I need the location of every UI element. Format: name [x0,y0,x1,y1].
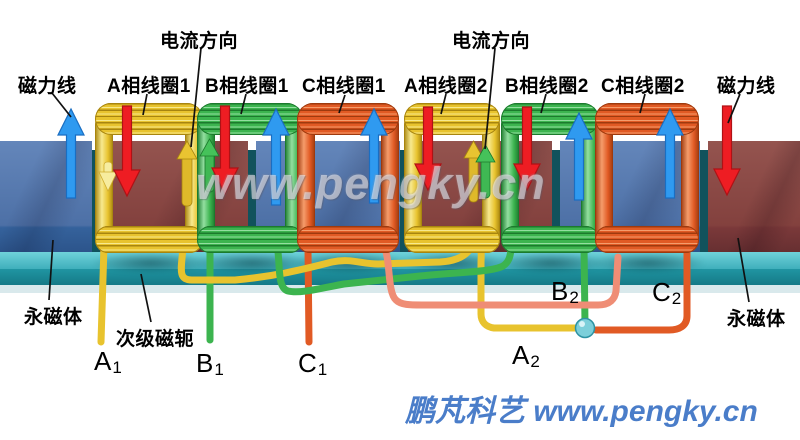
coil-turns-bottom [501,226,599,253]
label-coil-c1: C相线圈1 [302,76,386,97]
coil-turns-bottom [595,226,699,253]
terminal-label-a2: A2 [512,340,540,371]
label-coil-c2: C相线圈2 [601,76,685,97]
coil-shadow [194,252,310,274]
star-point-highlight [579,321,585,327]
magnet-south-3 [708,141,800,258]
coil-turns-top [595,103,699,135]
coil-turns-bottom [404,226,500,253]
terminal-b1-main: B [196,348,214,378]
terminal-label-c2: C2 [652,277,682,308]
coil-turns-top [501,103,599,135]
coil-turns-top [95,103,203,135]
coil-a1 [95,103,203,253]
label-current-direction-left: 电流方向 [160,31,239,52]
terminal-b2-main: B [551,276,569,306]
label-permanent-magnet-right: 永磁体 [727,309,786,330]
coil-side [595,116,613,248]
coil-c2 [595,103,699,253]
label-flux-lines-right: 磁力线 [717,76,776,97]
coil-shadow [92,252,210,274]
coil-shadow [294,252,406,274]
coil-side [681,116,699,248]
coil-shadow [497,252,605,274]
pointer-flux-right [727,93,741,124]
terminal-label-b2: B2 [551,276,579,307]
terminal-b1-sub: 1 [214,360,224,379]
coil-side [297,116,315,248]
coil-shadow [400,252,506,274]
terminal-a2-main: A [512,340,530,370]
terminal-c2-main: C [652,277,671,307]
label-flux-lines-left: 磁力线 [18,76,77,97]
terminal-label-a1: A1 [94,346,122,377]
label-current-direction-right: 电流方向 [452,31,531,52]
coil-shadow [591,252,705,274]
label-coil-a1: A相线圈1 [107,76,191,97]
coil-turns-bottom [197,226,303,253]
coil-turns-top [197,103,303,135]
terminal-c1-sub: 1 [317,360,328,379]
terminal-c2-sub: 2 [671,289,682,308]
watermark-text: www.pengky.cn [196,158,546,209]
label-permanent-magnet-left: 永磁体 [24,307,83,328]
coil-turns-top [297,103,399,135]
magnet-north-1 [0,141,92,258]
coil-turns-bottom [297,226,399,253]
terminal-a2-sub: 2 [530,352,540,371]
coil-turns-bottom [95,226,203,253]
coil-turns-top [404,103,500,135]
terminal-c1-main: C [298,348,317,378]
terminal-label-c1: C1 [298,348,328,379]
terminal-label-b1: B1 [196,348,224,379]
label-coil-a2: A相线圈2 [404,76,488,97]
label-coil-b1: B相线圈1 [205,76,289,97]
star-point-ball [574,317,596,339]
label-secondary-yoke: 次级磁轭 [116,329,195,350]
terminal-b2-sub: 2 [569,288,579,307]
label-coil-b2: B相线圈2 [505,76,589,97]
footer-site-text: 鹏芃科艺 www.pengky.cn [405,395,758,428]
terminal-a1-main: A [94,346,112,376]
terminal-a1-sub: 1 [112,358,122,377]
